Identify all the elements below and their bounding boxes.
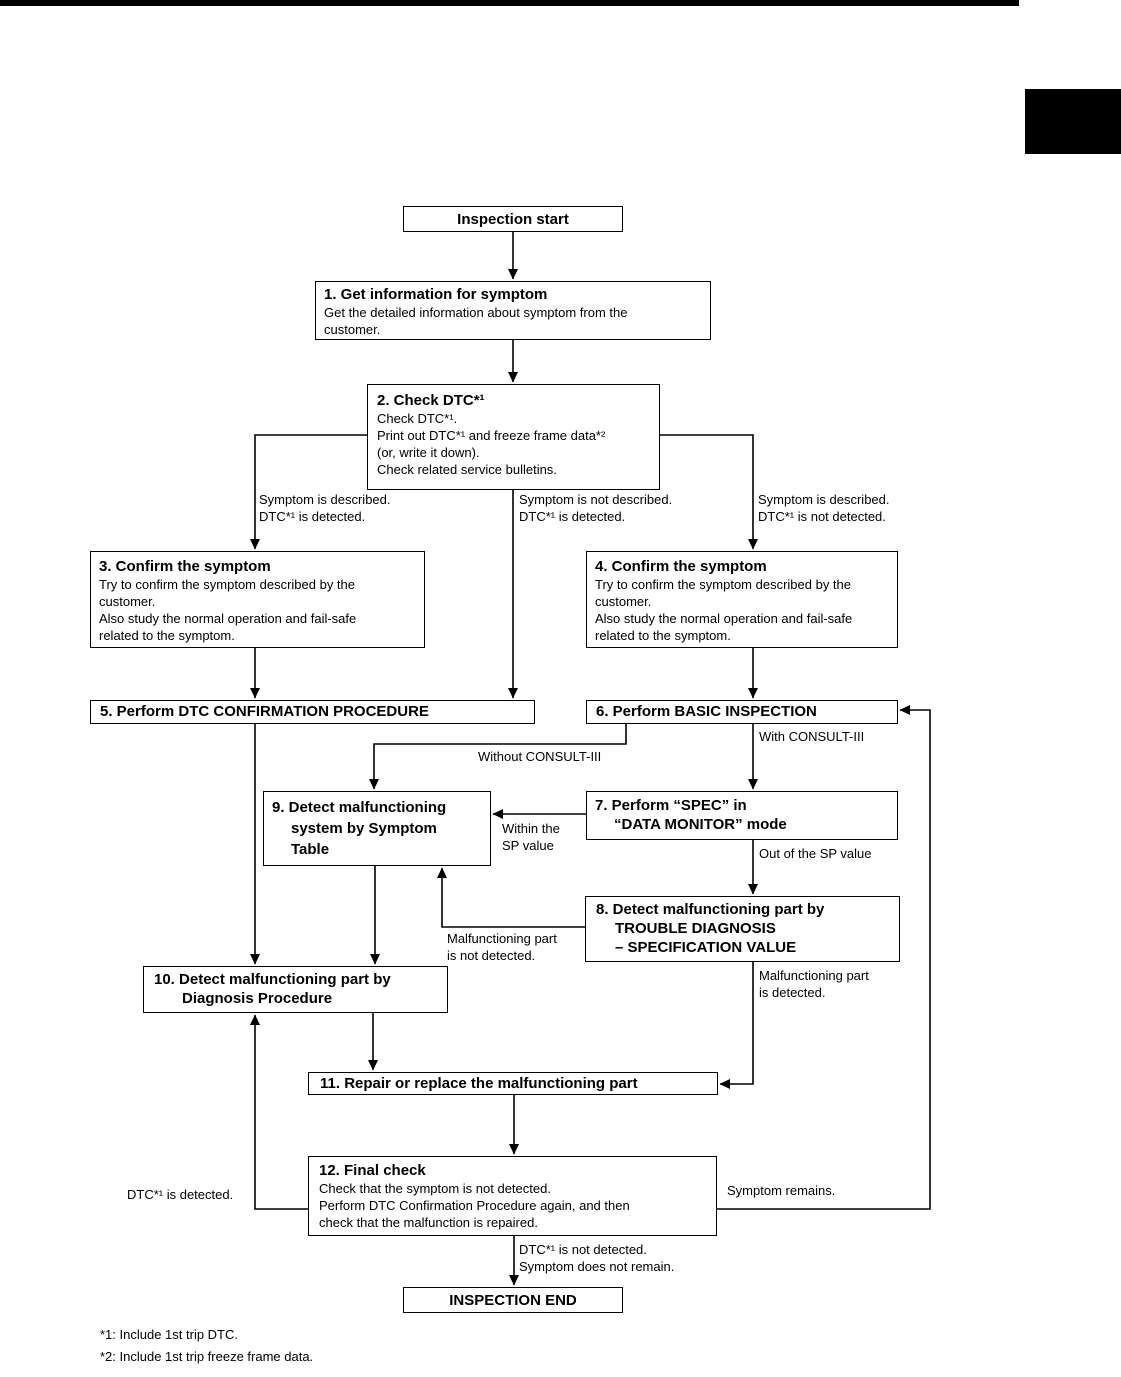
node-title: 11. Repair or replace the malfunctioning… [320, 1074, 638, 1092]
node-step5-dtc-confirmation: 5. Perform DTC CONFIRMATION PROCEDURE [90, 700, 535, 724]
footnote-1: *1: Include 1st trip DTC. [100, 1327, 238, 1342]
node-step10-diagnosis-procedure: 10. Detect malfunctioning part by Diagno… [143, 966, 448, 1013]
node-step8-trouble-diagnosis: 8. Detect malfunctioning part by TROUBLE… [585, 896, 900, 962]
edge-label-final-ok: DTC*¹ is not detected. Symptom does not … [519, 1242, 675, 1274]
node-step9-symptom-table: 9. Detect malfunctioning system by Sympt… [263, 791, 491, 866]
node-title: 5. Perform DTC CONFIRMATION PROCEDURE [100, 703, 429, 720]
edge-label-part-detected: Malfunctioning part is detected. [759, 968, 869, 1000]
node-body: Check that the symptom is not detected. … [319, 1181, 630, 1230]
node-inspection-start: Inspection start [403, 206, 623, 232]
node-body: Get the detailed information about sympt… [324, 305, 628, 337]
node-title: 12. Final check [319, 1162, 426, 1179]
node-title: 8. Detect malfunctioning part by TROUBLE… [596, 901, 825, 956]
node-title: 4. Confirm the symptom [595, 558, 767, 575]
node-step6-basic-inspection: 6. Perform BASIC INSPECTION [586, 700, 898, 724]
edge-label-symptom-described-dtc-not-detected: Symptom is described. DTC*¹ is not detec… [758, 492, 890, 524]
node-title: 10. Detect malfunctioning part by Diagno… [154, 971, 391, 1007]
edge-label-symptom-described-dtc-detected: Symptom is described. DTC*¹ is detected. [259, 492, 391, 524]
node-step2-check-dtc: 2. Check DTC*¹ Check DTC*¹. Print out DT… [367, 384, 660, 490]
node-title: 6. Perform BASIC INSPECTION [596, 703, 817, 720]
edge-label-dtc-detected: DTC*¹ is detected. [127, 1187, 234, 1202]
edge-label-out-of-sp-value: Out of the SP value [759, 846, 872, 861]
node-body: Check DTC*¹. Print out DTC*¹ and freeze … [377, 411, 606, 477]
node-title: 3. Confirm the symptom [99, 558, 271, 575]
edge-label-part-not-detected: Malfunctioning part is not detected. [447, 931, 557, 963]
node-step7-spec-data-monitor: 7. Perform “SPEC” in “DATA MONITOR” mode [586, 791, 898, 840]
node-title: 2. Check DTC*¹ [377, 392, 485, 409]
edge-label-symptom-not-described-dtc-detected: Symptom is not described. DTC*¹ is detec… [519, 492, 673, 524]
node-title: 7. Perform “SPEC” in “DATA MONITOR” mode [595, 797, 787, 833]
node-step1-get-information: 1. Get information for symptom Get the d… [315, 281, 711, 340]
node-label: INSPECTION END [449, 1291, 577, 1309]
node-step12-final-check: 12. Final check Check that the symptom i… [308, 1156, 717, 1236]
node-body: Try to confirm the symptom described by … [595, 577, 853, 643]
edge-label-symptom-remains: Symptom remains. [727, 1183, 836, 1198]
node-label: Inspection start [457, 210, 569, 228]
edge-label-within-sp-value: Within the SP value [502, 821, 560, 853]
node-title: 9. Detect malfunctioning system by Sympt… [272, 799, 447, 858]
node-body: Try to confirm the symptom described by … [99, 577, 357, 643]
page-top-rule [0, 0, 1019, 6]
node-step3-confirm-symptom: 3. Confirm the symptom Try to confirm th… [90, 551, 425, 648]
node-step11-repair-replace: 11. Repair or replace the malfunctioning… [308, 1072, 718, 1095]
footnote-2: *2: Include 1st trip freeze frame data. [100, 1349, 314, 1364]
edge-label-without-consult: Without CONSULT-III [478, 749, 602, 764]
node-inspection-end: INSPECTION END [403, 1287, 623, 1313]
section-tab-marker [1025, 89, 1121, 154]
node-title: 1. Get information for symptom [324, 286, 548, 303]
node-step4-confirm-symptom: 4. Confirm the symptom Try to confirm th… [586, 551, 898, 648]
edge-label-with-consult: With CONSULT-III [759, 729, 865, 744]
